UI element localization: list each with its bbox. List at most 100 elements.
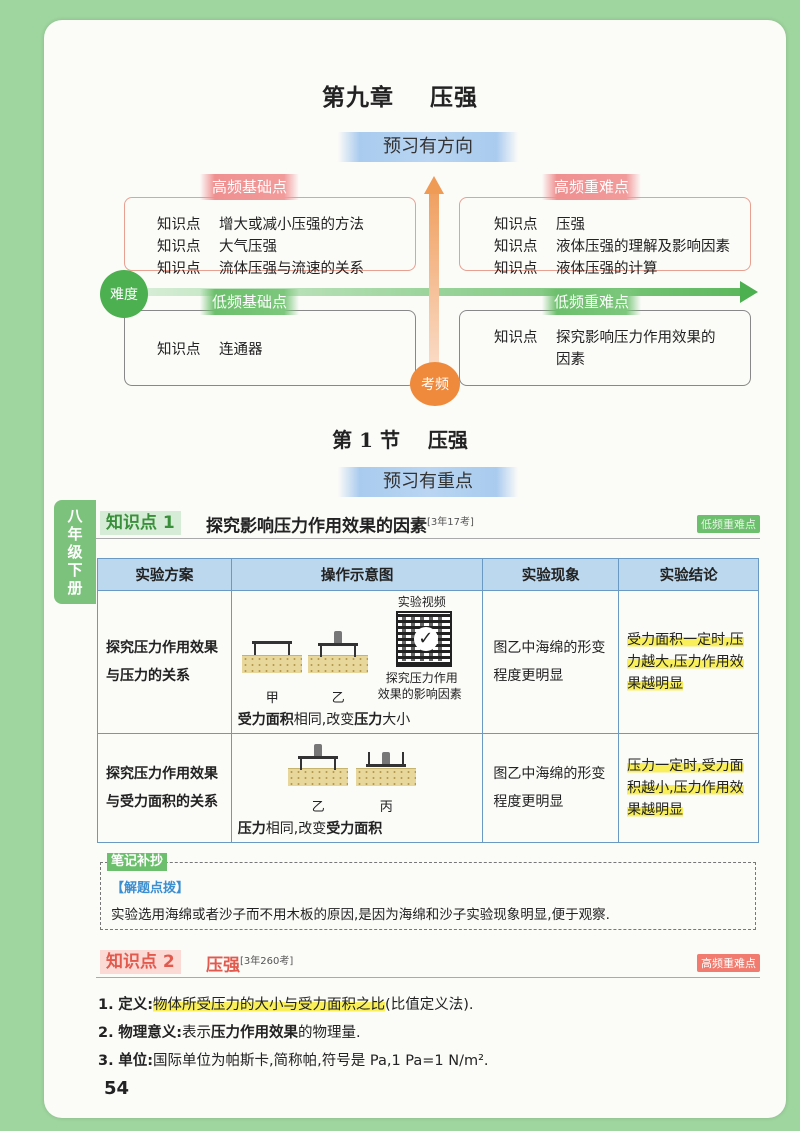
label-high-difficult: 高频重难点 xyxy=(542,174,642,200)
table-header: 实验结论 xyxy=(618,558,759,591)
inverted-table-image xyxy=(365,764,406,767)
table-leg xyxy=(333,758,336,770)
kp-title-text: 压强 xyxy=(206,955,240,976)
label-high-basic: 高频基础点 xyxy=(200,174,300,200)
quadrant-top-left: 知识点增大或减小压强的方法 知识点大气压强 知识点流体压强与流速的关系 xyxy=(124,197,416,277)
label-low-basic: 低频基础点 xyxy=(200,289,300,315)
kp-prefix xyxy=(494,349,556,371)
diagram-caption: 压力相同,改变受力面积 xyxy=(238,818,382,838)
section-title: 第 1 节 压强 xyxy=(332,428,468,452)
sponge-image xyxy=(307,655,368,673)
frequency-badge: 考频 xyxy=(410,362,460,406)
kp-item: 液体压强的理解及影响因素 xyxy=(556,239,730,255)
kp-item: 大气压强 xyxy=(219,239,277,255)
conclusion-text: 压力一定时,受力面积越小,压力作用效果越明显 xyxy=(627,758,744,818)
notes-box: 笔记补抄 【解题点拨】 实验选用海绵或者沙子而不用木板的原因,是因为海绵和沙子实… xyxy=(100,853,756,930)
kp-prefix: 知识点 xyxy=(157,239,201,255)
observation-cell: 图乙中海绵的形变程度更明显 xyxy=(482,590,620,734)
quadrant-bottom-right: 知识点 探究影响压力作用效果的 因素 xyxy=(459,310,751,386)
list-text: 的物理量. xyxy=(298,1025,361,1041)
kp-item: 压强 xyxy=(556,217,585,233)
table-leg xyxy=(253,643,256,655)
diagram-cell: 甲 乙 实验视频 ✓ 探究压力作用 效果的影响因素 受力面积相同,改变压力大小 xyxy=(230,590,484,734)
kp-item: 流体压强与流速的关系 xyxy=(219,261,364,277)
kp-exam-count: [3年17考] xyxy=(427,517,474,528)
weight-image xyxy=(313,744,322,756)
notes-tag: 笔记补抄 xyxy=(107,853,168,871)
list-term: 定义: xyxy=(118,997,154,1013)
table-leg xyxy=(299,758,302,770)
caption-bold: 受力面积 xyxy=(326,821,383,837)
sponge-image xyxy=(241,655,302,673)
qr-caption: 探究压力作用 xyxy=(385,671,458,685)
notes-text: 实验选用海绵或者沙子而不用木板的原因,是因为海绵和沙子实验现象明显,便于观察. xyxy=(111,907,610,923)
kp-label: 知识点 2 xyxy=(100,950,181,974)
frequency-tag: 低频重难点 xyxy=(697,515,760,533)
list-text: (比值定义法). xyxy=(385,997,474,1013)
kp-item: 液体压强的计算 xyxy=(556,261,658,277)
caption-text: 大小 xyxy=(382,712,411,728)
table-header: 实验现象 xyxy=(482,558,620,591)
list-item: 3. 单位:国际单位为帕斯卡,简称帕,符号是 Pa,1 Pa=1 N/m². xyxy=(98,1050,489,1072)
table-row: 探究压力作用效果与受力面积的关系 乙 丙 压力相同,改变受力面积 图乙中海绵的形… xyxy=(97,733,759,843)
list-term: 单位: xyxy=(118,1053,154,1069)
frequency-axis xyxy=(429,192,439,382)
list-number: 3. xyxy=(98,1053,114,1069)
figure-label: 乙 xyxy=(311,800,325,815)
table-header: 实验方案 xyxy=(97,558,232,591)
side-tab: 八 年 级 下 册 xyxy=(54,500,96,604)
kp-title: 压强[3年260考] xyxy=(206,950,293,978)
qr-code-icon[interactable]: ✓ xyxy=(395,611,452,667)
knowledge-point-2-header: 知识点 2 压强[3年260考] 高频重难点 xyxy=(96,948,760,978)
diagram-cell: 乙 丙 压力相同,改变受力面积 xyxy=(230,733,484,843)
table-leg xyxy=(353,645,356,657)
side-tab-char: 册 xyxy=(67,579,83,597)
table-leg xyxy=(287,643,290,655)
preview-direction-banner: 预习有方向 xyxy=(338,132,518,162)
kp-prefix: 知识点 xyxy=(494,239,538,255)
qr-caption: 效果的影响因素 xyxy=(377,687,462,701)
kp-item: 连通器 xyxy=(219,342,263,358)
check-icon: ✓ xyxy=(413,627,438,651)
kp-item: 增大或减小压强的方法 xyxy=(219,217,364,233)
weight-image xyxy=(381,752,390,764)
caption-text: 相同,改变 xyxy=(293,712,355,728)
conclusion-text: 受力面积一定时,压力越大,压力作用效果越明显 xyxy=(627,632,744,692)
diagram-row-2: 乙 丙 压力相同,改变受力面积 xyxy=(232,734,483,842)
kp-title: 探究影响压力作用效果的因素[3年17考] xyxy=(206,511,474,539)
kp-prefix: 知识点 xyxy=(157,261,201,277)
conclusion-cell: 受力面积一定时,压力越大,压力作用效果越明显 xyxy=(618,590,759,734)
weight-image xyxy=(333,631,342,643)
list-text: 国际单位为帕斯卡,简称帕,符号是 Pa,1 Pa=1 N/m². xyxy=(153,1053,489,1069)
table-row: 探究压力作用效果与压力的关系 甲 乙 实验视频 ✓ 探究压力作用 效果的影响因素… xyxy=(97,590,759,734)
list-term: 物理意义: xyxy=(118,1025,183,1041)
kp-prefix: 知识点 xyxy=(494,217,538,233)
small-table-image xyxy=(317,643,358,646)
caption-bold: 压力 xyxy=(354,712,383,728)
table-leg xyxy=(367,752,370,764)
kp-prefix: 知识点 xyxy=(157,342,201,358)
kp-prefix: 知识点 xyxy=(494,330,538,346)
chapter-title: 第九章 压强 xyxy=(321,84,479,111)
kp-item: 探究影响压力作用效果的 xyxy=(556,330,716,346)
table-leg xyxy=(319,645,322,657)
kp-item: 因素 xyxy=(556,352,585,368)
kp-label: 知识点 1 xyxy=(100,511,181,535)
diagram-row-1: 甲 乙 实验视频 ✓ 探究压力作用 效果的影响因素 受力面积相同,改变压力大小 xyxy=(232,591,483,733)
figure-label: 甲 xyxy=(265,691,279,706)
side-tab-char: 年 xyxy=(67,525,83,543)
kp-prefix: 知识点 xyxy=(494,261,538,277)
small-table-image xyxy=(251,641,292,644)
kp-title-text: 探究影响压力作用效果的因素 xyxy=(206,516,427,537)
notes-subtitle: 【解题点拨】 xyxy=(111,881,190,896)
table-header-row: 实验方案 操作示意图 实验现象 实验结论 xyxy=(97,558,759,591)
table-header: 操作示意图 xyxy=(230,558,484,591)
list-item: 2. 物理意义:表示压力作用效果的物理量. xyxy=(98,1022,361,1044)
list-text-highlight: 物体所受压力的大小与受力面积之比 xyxy=(153,997,386,1013)
caption-bold: 压力 xyxy=(237,821,266,837)
list-number: 2. xyxy=(98,1025,114,1041)
preview-key-banner: 预习有重点 xyxy=(338,467,518,497)
quadrant-top-right: 知识点压强 知识点液体压强的理解及影响因素 知识点液体压强的计算 xyxy=(459,197,751,277)
sponge-image xyxy=(355,768,416,786)
list-text: 表示 xyxy=(182,1025,212,1041)
